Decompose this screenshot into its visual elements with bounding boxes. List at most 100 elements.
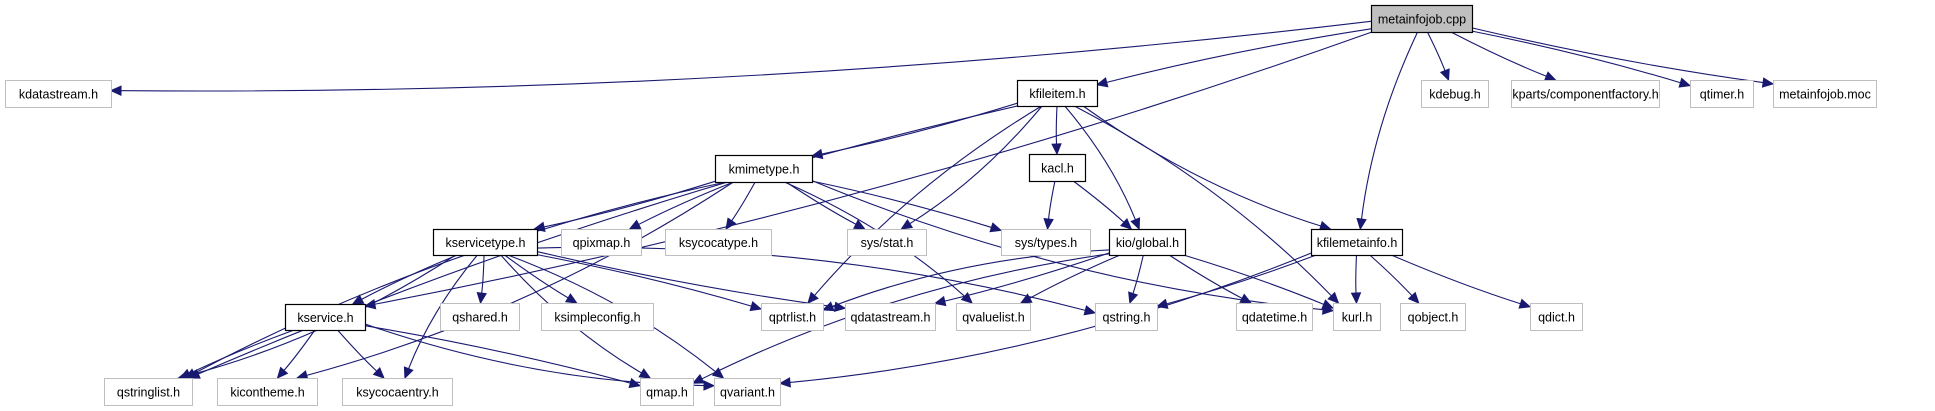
node-box[interactable] bbox=[5, 80, 112, 108]
node-layer: metainfojob.cpp kdatastream.h kfileitem.h k… bbox=[5, 4, 1877, 406]
node-label: ksimpleconfig.h bbox=[554, 311, 640, 325]
arrowhead-icon bbox=[1350, 292, 1362, 305]
node-kparts-componentfactory-h[interactable]: kparts/componentfactory.h bbox=[1511, 80, 1660, 108]
node-metainfojob-cpp[interactable]: metainfojob.cpp bbox=[1370, 4, 1474, 34]
node-box[interactable] bbox=[1690, 80, 1754, 108]
node-box[interactable] bbox=[284, 303, 367, 332]
node-kicontheme-h[interactable]: kicontheme.h bbox=[217, 378, 318, 406]
node-kfilemetainfo-h[interactable]: kfilemetainfo.h bbox=[1310, 228, 1404, 257]
node-box[interactable] bbox=[1773, 80, 1877, 108]
arrowhead-icon bbox=[476, 291, 488, 305]
node-box[interactable] bbox=[1370, 4, 1474, 34]
node-box[interactable] bbox=[1028, 153, 1087, 183]
node-box[interactable] bbox=[541, 303, 654, 331]
node-box[interactable] bbox=[432, 228, 539, 257]
node-box[interactable] bbox=[640, 378, 694, 406]
node-kdatastream-h[interactable]: kdatastream.h bbox=[5, 80, 112, 108]
node-qtimer-h[interactable]: qtimer.h bbox=[1690, 80, 1754, 108]
node-qdatastream-h[interactable]: qdatastream.h bbox=[845, 303, 936, 331]
node-label: kacl.h bbox=[1041, 162, 1074, 176]
edge-kfilemetainfo_h-to-qstring_h bbox=[1166, 254, 1317, 305]
node-box[interactable] bbox=[217, 378, 318, 406]
node-box[interactable] bbox=[956, 303, 1031, 331]
edge-kfileitem_h-to-kio_global_h bbox=[1064, 105, 1136, 220]
node-box[interactable] bbox=[714, 378, 781, 406]
node-label: kservicetype.h bbox=[446, 236, 526, 250]
node-metainfojob-moc[interactable]: metainfojob.moc bbox=[1773, 80, 1877, 108]
node-kdebug-h[interactable]: kdebug.h bbox=[1421, 80, 1489, 108]
node-qdict-h[interactable]: qdict.h bbox=[1530, 303, 1583, 331]
edge-kfileitem_h-to-kurl_h bbox=[1074, 105, 1332, 297]
node-sys-stat-h[interactable]: sys/stat.h bbox=[847, 229, 927, 256]
node-box[interactable] bbox=[1108, 228, 1187, 257]
arrowhead-icon bbox=[852, 219, 866, 230]
arrowhead-icon bbox=[691, 373, 705, 384]
node-box[interactable] bbox=[1333, 303, 1381, 331]
node-box[interactable] bbox=[1530, 303, 1583, 331]
node-kio-global-h[interactable]: kio/global.h bbox=[1108, 228, 1187, 257]
edge-kmimetype_h-to-ksycocatype_h bbox=[731, 181, 756, 222]
edge-metainfojob_cpp-to-qtimer_h bbox=[1471, 30, 1681, 84]
node-sys-types-h[interactable]: sys/types.h bbox=[1001, 229, 1091, 256]
node-label: kdatastream.h bbox=[19, 88, 98, 102]
node-ksycocatype-h[interactable]: ksycocatype.h bbox=[665, 229, 772, 256]
node-qptrlist-h[interactable]: qptrlist.h bbox=[761, 303, 824, 331]
edge-kio_global_h-to-kurl_h bbox=[1183, 254, 1324, 305]
node-qpixmap-h[interactable]: qpixmap.h bbox=[561, 229, 642, 256]
arrowhead-icon bbox=[1407, 291, 1420, 304]
node-box[interactable] bbox=[665, 229, 772, 256]
edge-kservice_h-to-qstringlist_h bbox=[188, 329, 295, 375]
node-kservicetype-h[interactable]: kservicetype.h bbox=[432, 228, 539, 257]
node-box[interactable] bbox=[1001, 229, 1091, 256]
node-kmimetype-h[interactable]: kmimetype.h bbox=[714, 154, 814, 184]
node-box[interactable] bbox=[1095, 303, 1158, 331]
node-ksimpleconfig-h[interactable]: ksimpleconfig.h bbox=[541, 303, 654, 331]
node-qmap-h[interactable]: qmap.h bbox=[640, 378, 694, 406]
arrowhead-icon bbox=[1543, 71, 1557, 81]
node-box[interactable] bbox=[561, 229, 642, 256]
node-kacl-h[interactable]: kacl.h bbox=[1028, 153, 1087, 183]
arrowhead-icon bbox=[989, 222, 1003, 233]
node-qvariant-h[interactable]: qvariant.h bbox=[714, 378, 781, 406]
node-kservice-h[interactable]: kservice.h bbox=[284, 303, 367, 332]
node-qstringlist-h[interactable]: qstringlist.h bbox=[104, 378, 193, 406]
arrowhead-icon bbox=[628, 377, 642, 389]
node-kfileitem-h[interactable]: kfileitem.h bbox=[1016, 79, 1099, 108]
node-box[interactable] bbox=[1400, 303, 1466, 331]
node-box[interactable] bbox=[845, 303, 936, 331]
node-label: sys/types.h bbox=[1015, 236, 1078, 250]
node-box[interactable] bbox=[1511, 80, 1660, 108]
node-qshared-h[interactable]: qshared.h bbox=[440, 303, 520, 331]
arrowhead-icon bbox=[1083, 305, 1097, 316]
node-box[interactable] bbox=[847, 229, 927, 256]
node-qvaluelist-h[interactable]: qvaluelist.h bbox=[956, 303, 1031, 331]
arrowhead-icon bbox=[1119, 218, 1133, 230]
node-box[interactable] bbox=[1236, 303, 1313, 331]
arrowhead-icon bbox=[178, 368, 192, 379]
edge-kmimetype_h-to-qstringlist_h bbox=[193, 181, 727, 374]
node-qdatetime-h[interactable]: qdatetime.h bbox=[1236, 303, 1313, 331]
arrowhead-icon bbox=[351, 294, 365, 305]
node-box[interactable] bbox=[104, 378, 193, 406]
arrowhead-icon bbox=[1239, 293, 1253, 304]
node-label: kfilemetainfo.h bbox=[1317, 236, 1398, 250]
edge-kfileitem_h-to-kmimetype_h bbox=[821, 102, 1018, 155]
node-ksycocaentry-h[interactable]: ksycocaentry.h bbox=[342, 378, 453, 406]
arrowhead-icon bbox=[1678, 77, 1692, 88]
edge-kacl_h-to-sys_types_h bbox=[1048, 180, 1056, 220]
node-kurl-h[interactable]: kurl.h bbox=[1333, 303, 1381, 331]
edge-metainfojob_cpp-to-kparts_componentfactory_h bbox=[1450, 31, 1547, 77]
node-box[interactable] bbox=[342, 378, 453, 406]
node-qobject-h[interactable]: qobject.h bbox=[1400, 303, 1466, 331]
node-box[interactable] bbox=[440, 303, 520, 331]
node-box[interactable] bbox=[1310, 228, 1404, 257]
edge-kfileitem_h-to-sys_stat_h bbox=[909, 105, 1043, 225]
node-box[interactable] bbox=[761, 303, 824, 331]
arrowhead-icon bbox=[703, 380, 716, 391]
node-box[interactable] bbox=[1016, 79, 1099, 108]
node-box[interactable] bbox=[714, 154, 814, 184]
node-box[interactable] bbox=[1421, 80, 1489, 108]
node-label: ksycocatype.h bbox=[679, 236, 758, 250]
node-qstring-h[interactable]: qstring.h bbox=[1095, 303, 1158, 331]
node-label: qptrlist.h bbox=[769, 311, 816, 325]
